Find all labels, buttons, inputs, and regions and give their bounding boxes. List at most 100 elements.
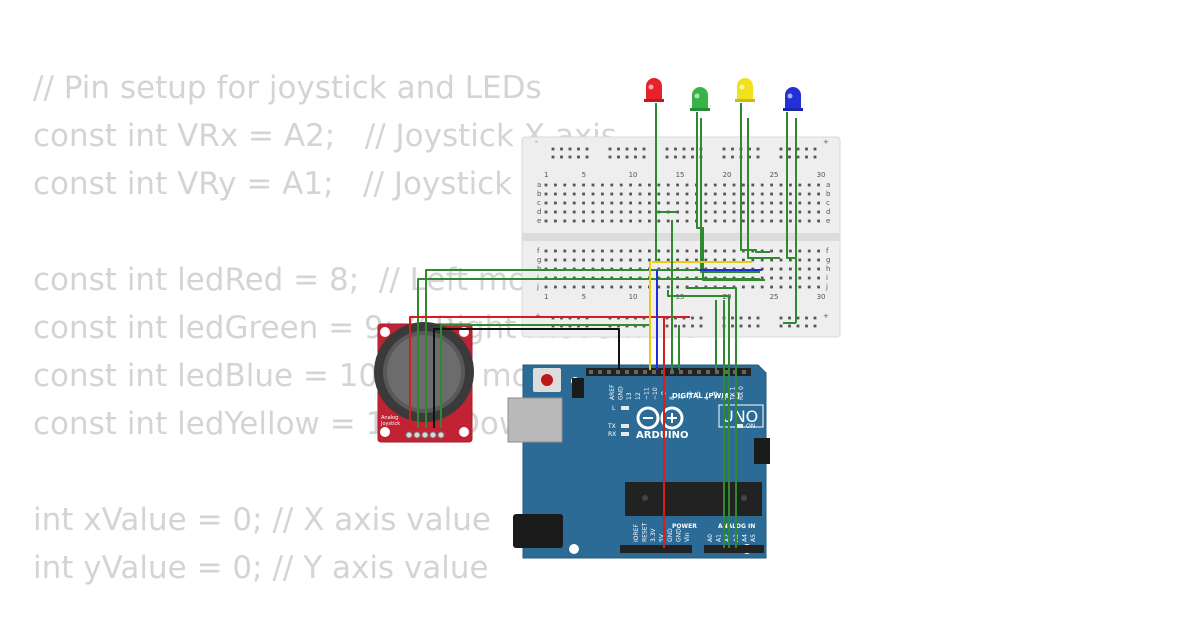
power-header (620, 545, 692, 553)
row-letter: d (826, 208, 830, 216)
row-letter: g (537, 256, 541, 264)
pin-label: 5V (659, 533, 666, 542)
column-number: 20 (723, 171, 732, 179)
code-line: int xValue = 0; // X axis value (33, 502, 491, 538)
power-jack (513, 514, 563, 548)
column-number: 5 (582, 293, 586, 301)
row-letter: f (537, 247, 540, 255)
led-blue (783, 87, 803, 111)
pin-label: RX 0 (738, 386, 745, 400)
led-yellow (735, 78, 755, 102)
on-label: ON (746, 423, 755, 430)
row-letter: d (537, 208, 541, 216)
icsp-header-small (572, 378, 584, 398)
column-number: 25 (770, 171, 779, 179)
pin-label: ~11 (643, 387, 650, 400)
column-number: 15 (676, 171, 685, 179)
wire-joystick-vry (417, 278, 760, 428)
row-letter: h (826, 265, 830, 273)
analog-header (704, 545, 764, 553)
pin-label: Vin (684, 532, 691, 542)
row-letter: c (826, 199, 830, 207)
digital-header (586, 368, 751, 376)
tx-led (621, 424, 629, 428)
reset-button-cap (541, 374, 553, 386)
wire-analog-a2 (686, 287, 737, 548)
joystick-pins (405, 431, 445, 439)
pin-label: IOREF (633, 524, 640, 542)
row-letter: b (826, 190, 831, 198)
l-led (621, 406, 629, 410)
pin-label: ~10 (652, 387, 659, 400)
pin-label: A0 (707, 534, 714, 542)
wire-yellow-led (740, 103, 770, 253)
analog-joystick-module: Analog Joystick (374, 322, 474, 443)
wire-joystick-gnd (433, 328, 620, 428)
pin-label: 7 (678, 396, 685, 400)
icsp-header (754, 438, 770, 464)
wire-joystick-5v (409, 316, 690, 428)
rail-plus-sign-right-bottom: + (823, 312, 829, 320)
row-letter: a (537, 181, 541, 189)
row-letter: c (537, 199, 541, 207)
usb-port (507, 397, 563, 443)
pin-label: 13 (626, 392, 633, 400)
row-letter: e (826, 217, 830, 225)
row-letter: g (826, 256, 830, 264)
arduino-logo (636, 406, 684, 430)
led-red (644, 78, 664, 102)
pin-label: GND (618, 386, 625, 400)
wires (409, 103, 797, 548)
on-led (735, 424, 743, 428)
pin-label: 3.3V (650, 527, 657, 542)
tx-label: TX (607, 423, 616, 430)
wire-joystick-vrx (425, 269, 700, 428)
row-letter: f (826, 247, 829, 255)
brand-label: ARDUINO (636, 430, 688, 441)
wire-blue-led (786, 112, 797, 259)
pin-label: 4 (704, 396, 711, 400)
column-number: 10 (629, 171, 638, 179)
pin-label: A2 (724, 534, 731, 542)
pin-label: 12 (635, 392, 642, 400)
atmega-chip (625, 482, 762, 516)
pin-label: A4 (741, 534, 748, 542)
column-number: 30 (817, 293, 826, 301)
digital-label: DIGITAL (PWM ~) (672, 392, 740, 400)
l-led-label: L (612, 405, 616, 412)
row-letter: a (826, 181, 830, 189)
rx-led (621, 432, 629, 436)
rail-plus-sign-right: + (823, 138, 829, 146)
pin-label: GND (676, 528, 683, 542)
row-letter: j (825, 283, 828, 291)
arduino-uno-board: UNO ARDUINO DIGITAL (PWM ~) L TX RX ON P… (507, 364, 770, 559)
code-line: // Pin setup for joystick and LEDs (33, 70, 542, 106)
mount-hole (569, 544, 579, 554)
row-letter: b (537, 190, 542, 198)
row-letter: j (536, 283, 539, 291)
pin-label: AREF (609, 384, 616, 400)
row-letter: e (537, 217, 541, 225)
row-letter: i (826, 274, 828, 282)
led-green (690, 87, 710, 111)
code-line: int yValue = 0; // Y axis value (33, 550, 489, 586)
power-label: POWER (672, 523, 697, 530)
column-number: 5 (582, 171, 586, 179)
rail-minus-sign: - (535, 138, 538, 146)
wire-analog-a1 (696, 295, 730, 548)
joystick-label-1: Analog (381, 415, 398, 421)
pin-label: ~5 (695, 391, 702, 400)
column-number: 1 (544, 293, 548, 301)
joystick-label-2: Joystick (380, 421, 400, 427)
pin-label: A1 (716, 534, 723, 542)
model-label: UNO (722, 407, 758, 426)
column-number: 1 (544, 171, 548, 179)
pin-label: ~3 (712, 391, 719, 400)
pin-label: GND (667, 528, 674, 542)
pin-label: A5 (750, 534, 757, 542)
